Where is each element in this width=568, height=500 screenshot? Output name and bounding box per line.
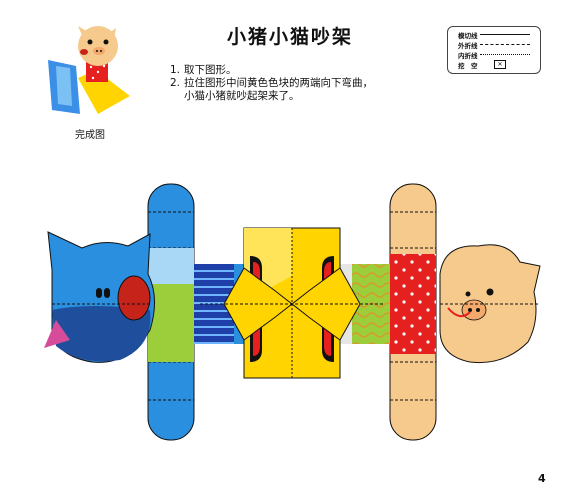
pig-nostril (100, 50, 102, 52)
legend-inner-fold: 内折线 (458, 50, 530, 60)
page-number: 4 (538, 472, 546, 485)
pig-eye (465, 291, 471, 297)
legend-outer-fold: 外折线 (458, 40, 530, 50)
instruction-step-1: 1. 取下图形。 (170, 64, 373, 77)
cat-green-band (148, 284, 194, 362)
cat-head-shadow (52, 306, 151, 362)
pig-mouth (447, 307, 471, 318)
polka-dot (91, 76, 95, 80)
pig-red-shirt (390, 254, 436, 354)
line-legend: 模切线 外折线 内折线 挖 空 ✕ (447, 26, 541, 74)
pig-eye (486, 288, 494, 296)
pig-nostril (476, 308, 480, 312)
cat-nose (117, 275, 151, 321)
cat-body-stripe (56, 66, 72, 106)
instruction-step-2: 2. 拉住图形中间黄色色块的两端向下弯曲， (170, 77, 373, 90)
pig-snout (461, 299, 487, 321)
pig-snout (93, 47, 105, 55)
polka-dot (102, 64, 106, 68)
legend-label: 内折线 (458, 51, 478, 60)
dashed-line-icon (480, 44, 530, 45)
step-continuation: 小猫小猪就吵起架来了。 (184, 90, 300, 102)
solid-line-icon (480, 34, 530, 35)
finished-craft-illustration (48, 26, 130, 114)
pig-eye (87, 39, 93, 45)
step-number: 1. (170, 64, 181, 76)
page-title: 小猪小猫吵架 (226, 26, 353, 48)
step-number: 2. (170, 77, 181, 89)
cat-nose-behind (80, 49, 88, 55)
legend-label: 挖 空 (458, 61, 478, 70)
craft-figure (44, 183, 541, 441)
pig-nostril (468, 308, 472, 312)
legend-label: 外折线 (458, 41, 478, 50)
legend-label: 模切线 (458, 31, 478, 40)
dotted-line-icon (480, 54, 530, 55)
cat-chest-light (148, 248, 194, 284)
legend-cut-line: 模切线 (458, 30, 530, 40)
pig-eye (103, 39, 109, 45)
legend-cutout: 挖 空 ✕ (458, 60, 506, 70)
pig-nostril (96, 50, 98, 52)
step-text: 拉住图形中间黄色色块的两端向下弯曲， (184, 77, 373, 89)
polka-dot (89, 65, 93, 69)
step-text: 取下图形。 (184, 64, 237, 76)
cat-ear-pink (44, 320, 70, 348)
cat-eye (104, 288, 110, 298)
preview-caption: 完成图 (75, 130, 105, 141)
cutout-x-icon: ✕ (494, 60, 506, 69)
instructions: 1. 取下图形。 2. 拉住图形中间黄色色块的两端向下弯曲， 小猫小猪就吵起架来… (170, 64, 373, 103)
cat-eye (96, 288, 102, 298)
pig-face (78, 26, 118, 66)
polka-dot (96, 70, 100, 74)
